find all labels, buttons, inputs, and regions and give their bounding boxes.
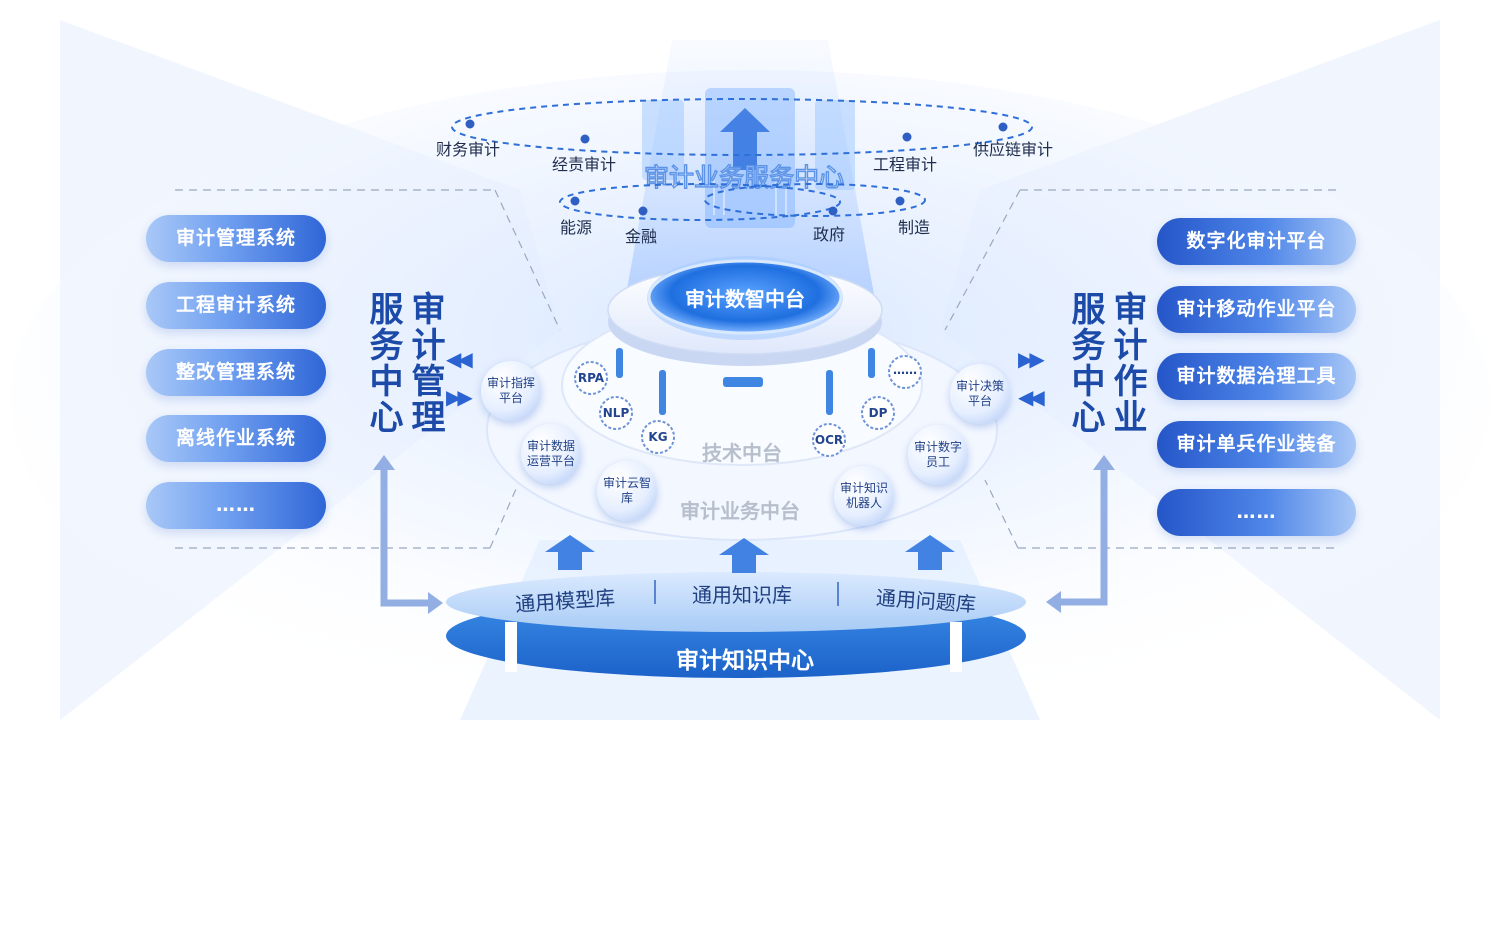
left-vertical-title: 审计管理服务中心: [363, 291, 445, 435]
node-data-operation-platform: 审计数据运营平台: [521, 424, 581, 484]
right-item-data-governance: 审计数据治理工具: [1157, 353, 1356, 400]
left-chevron-in-icon: ◀◀: [446, 347, 473, 371]
ring-label-energy: 能源: [560, 218, 593, 237]
node-cloud-think-tank: 审计云智库: [597, 461, 657, 521]
node-decision-platform: 审计决策平台: [950, 364, 1010, 424]
left-item-offline: 离线作业系统: [146, 415, 326, 462]
ring-label-manufacturing: 制造: [898, 218, 931, 237]
left-item-engineering-audit: 工程审计系统: [146, 282, 326, 329]
ring-label-government: 政府: [813, 225, 846, 244]
node-digital-employee: 审计数字员工: [908, 425, 968, 485]
library-knowledge: 通用知识库: [692, 583, 792, 607]
right-vertical-title: 审计作业服务中心: [1065, 291, 1147, 435]
left-chevron-out-icon: ▶▶: [446, 385, 473, 409]
right-item-mobile-audit: 审计移动作业平台: [1157, 286, 1356, 333]
right-item-more: ……: [1157, 489, 1356, 536]
ring-label-finance: 金融: [625, 227, 658, 246]
node-command-platform: 审计指挥平台: [481, 361, 541, 421]
ring-label-supply-chain-audit: 供应链审计: [973, 140, 1054, 159]
tech-platform-title: 技术中台: [702, 441, 782, 465]
knowledge-center-title: 审计知识中心: [676, 648, 814, 674]
data-platform-title: 审计数智中台: [685, 287, 805, 311]
right-item-soldier-equipment: 审计单兵作业装备: [1157, 421, 1356, 468]
right-item-digital-audit: 数字化审计平台: [1157, 218, 1356, 265]
ring-label-economic-audit: 经责审计: [552, 155, 617, 174]
business-platform-title: 审计业务中台: [680, 499, 800, 523]
right-chevron-in-icon: ◀◀: [1018, 385, 1045, 409]
gear-ocr: OCR: [814, 433, 844, 447]
right-chevron-out-icon: ▶▶: [1018, 347, 1045, 371]
node-knowledge-robot: 审计知识机器人: [834, 466, 894, 526]
gear-more: ……: [893, 363, 917, 377]
gear-kg: KG: [648, 430, 668, 444]
gear-nlp: NLP: [602, 406, 630, 420]
left-item-more: ……: [146, 482, 326, 529]
left-item-rectification: 整改管理系统: [146, 349, 326, 396]
ring-label-engineering-audit: 工程审计: [873, 155, 938, 174]
gear-dp: DP: [868, 406, 888, 420]
gear-rpa: RPA: [577, 371, 605, 385]
ring-label-financial-audit: 财务审计: [436, 140, 501, 159]
left-item-audit-management: 审计管理系统: [146, 215, 326, 262]
